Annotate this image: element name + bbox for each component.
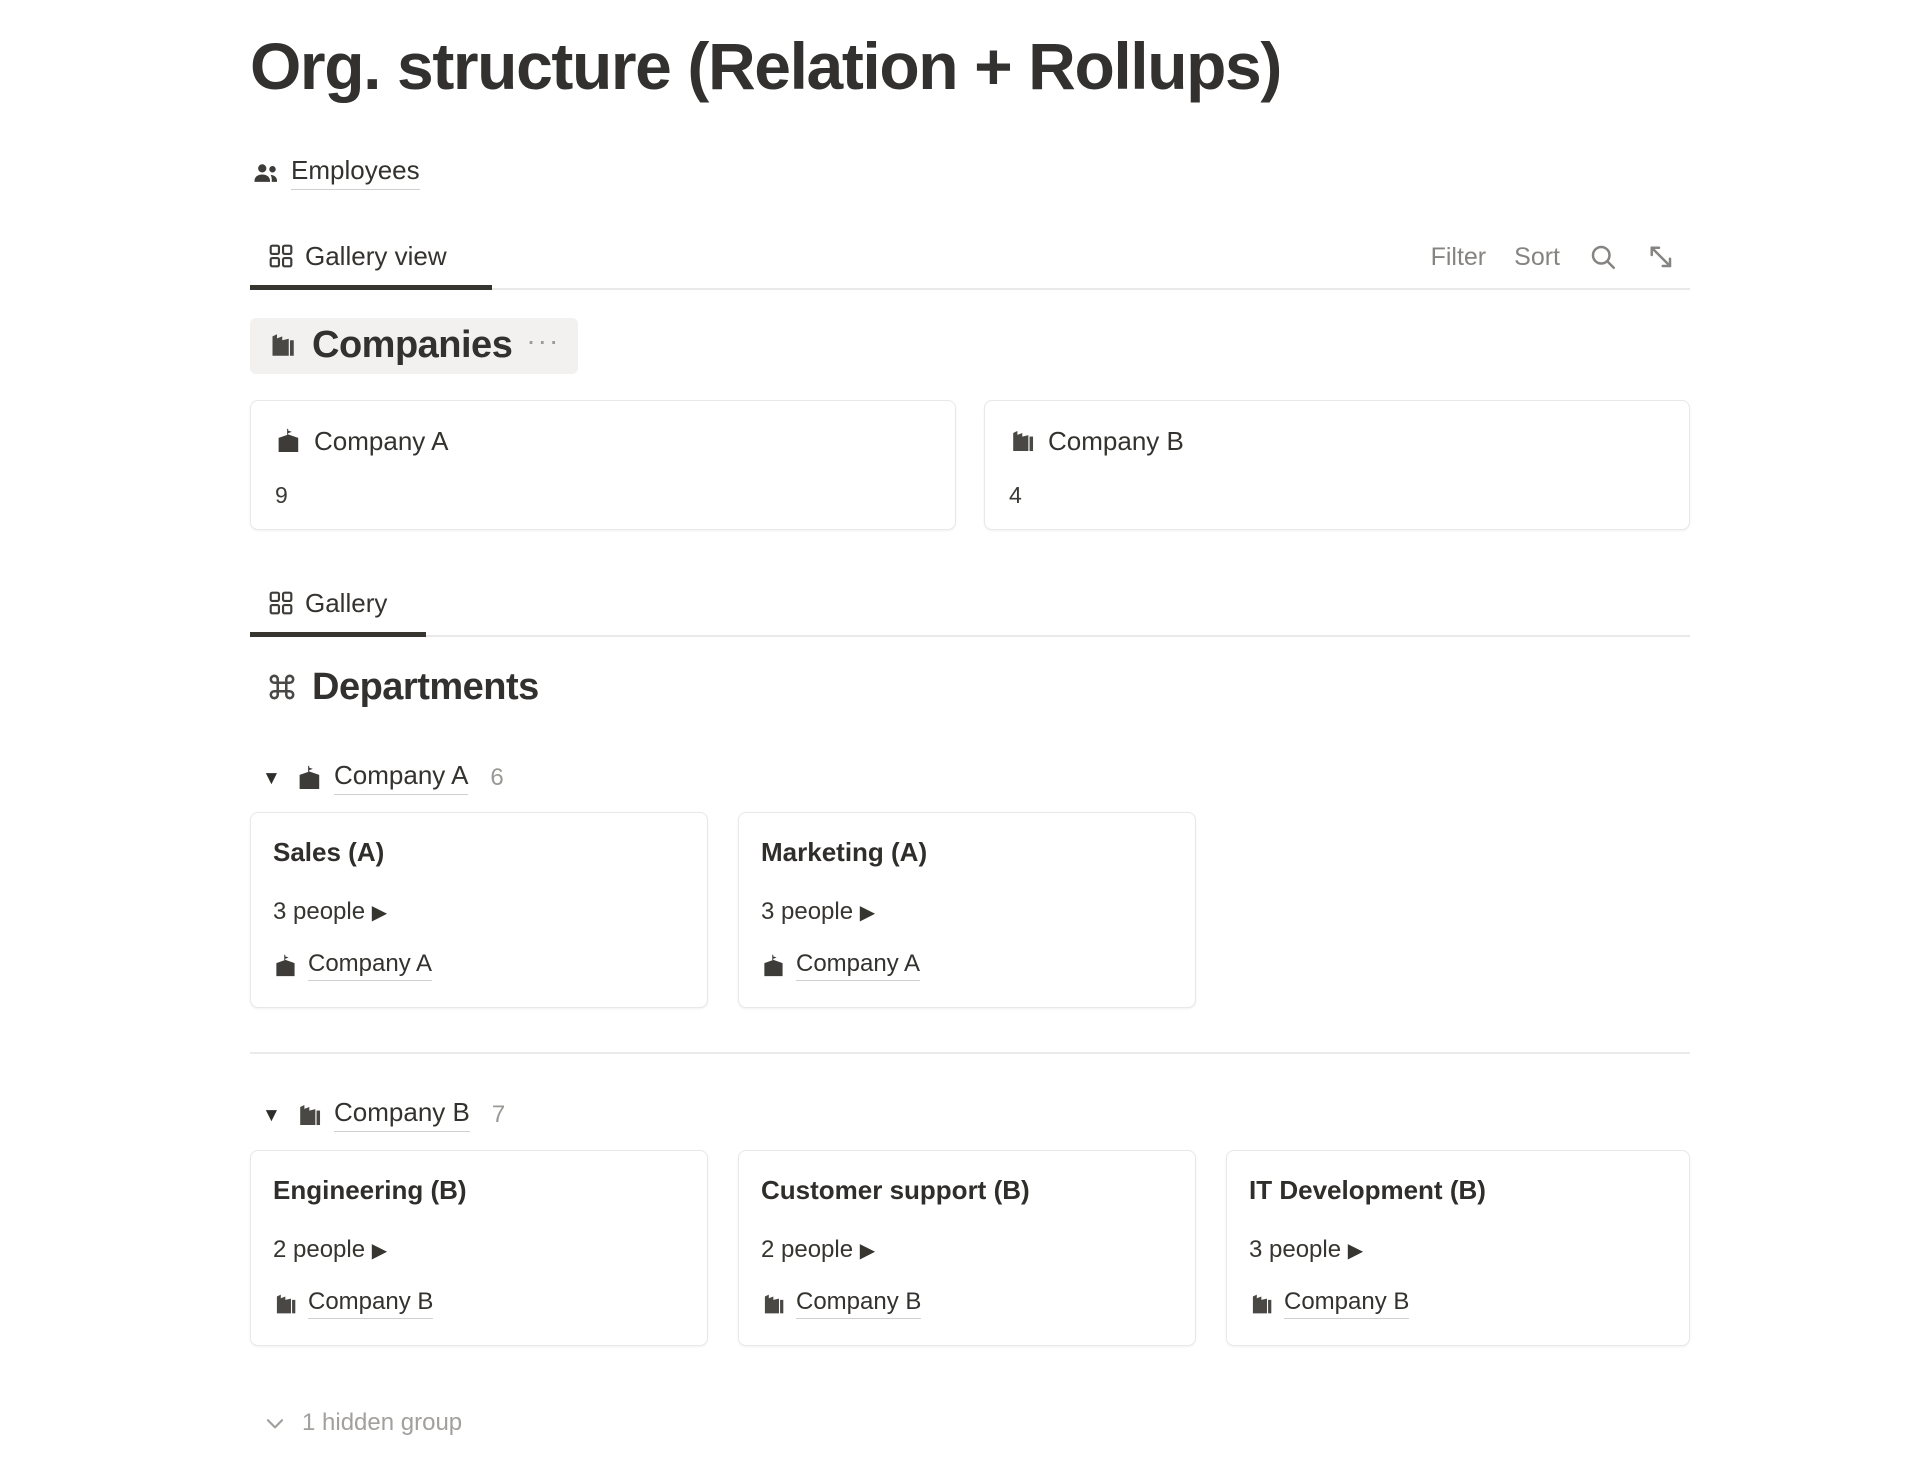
view-toolbar: Gallery view Filter Sort (250, 228, 1690, 290)
gallery-active-underline (250, 632, 426, 637)
department-card-relation-label: Company B (308, 1288, 434, 1320)
department-card-title: IT Development (B) (1249, 1175, 1486, 1205)
active-tab-underline (250, 285, 492, 290)
department-card-people[interactable]: 3 people ▶ (761, 900, 875, 924)
department-card-people[interactable]: 2 people ▶ (273, 1238, 387, 1262)
department-card-people-count: 2 people (273, 1236, 366, 1263)
city-buildings-icon (761, 1291, 787, 1317)
chevron-down-icon (262, 1410, 288, 1436)
hidden-group-toggle[interactable]: 1 hidden group (262, 1405, 462, 1441)
group-label: Company B (334, 1098, 470, 1132)
department-card-relation[interactable]: Company A (761, 950, 921, 982)
department-card-people-count: 3 people (1249, 1236, 1342, 1263)
city-buildings-icon (296, 1101, 324, 1129)
company-card[interactable]: Company B 4 (984, 400, 1690, 530)
department-card-relation[interactable]: Company B (1249, 1288, 1410, 1320)
city-buildings-icon (273, 1291, 299, 1317)
group-count: 7 (491, 1101, 506, 1128)
department-card-title: Sales (A) (273, 837, 385, 867)
filter-button[interactable]: Filter (1430, 242, 1487, 271)
company-card-title-row: Company A (275, 427, 448, 455)
department-card-people-count: 3 people (761, 898, 854, 925)
company-card-count: 9 (275, 482, 288, 508)
companies-section-header[interactable]: Companies ··· (250, 318, 579, 374)
department-card-relation-label: Company A (308, 950, 433, 982)
tab-gallery-view[interactable]: Gallery view (268, 236, 447, 276)
breadcrumb-label: Employees (291, 155, 420, 190)
search-icon[interactable] (1574, 236, 1632, 278)
department-card-relation[interactable]: Company B (761, 1288, 922, 1320)
company-card-name: Company A (314, 426, 449, 456)
expand-triangle-icon[interactable]: ▶ (859, 902, 876, 924)
group-header-company-a[interactable]: ▼ Company A 6 (262, 758, 504, 798)
company-card[interactable]: Company A 9 (250, 400, 956, 530)
department-card-relation-label: Company A (796, 950, 921, 982)
expand-diagonal-icon[interactable] (1632, 236, 1690, 278)
city-buildings-icon (1249, 1291, 1275, 1317)
group-label: Company A (334, 761, 469, 795)
gallery-toolbar-divider (250, 635, 1690, 637)
department-card-title: Marketing (A) (761, 837, 928, 867)
toolbar-divider (250, 288, 1690, 290)
department-card-people[interactable]: 3 people ▶ (1249, 1238, 1363, 1262)
companies-section-menu[interactable]: ··· (526, 324, 561, 356)
group-collapse-caret[interactable]: ▼ (262, 767, 281, 789)
expand-triangle-icon[interactable]: ▶ (371, 1240, 388, 1262)
command-symbol-icon (266, 671, 298, 703)
departments-section-header[interactable]: Departments (250, 660, 557, 716)
school-building-icon (273, 953, 299, 979)
department-card[interactable]: Customer support (B) 2 people ▶ Company … (738, 1150, 1196, 1346)
group-count: 6 (490, 764, 504, 791)
sort-button[interactable]: Sort (1514, 242, 1560, 271)
department-card-relation-label: Company B (1284, 1288, 1410, 1320)
breadcrumb[interactable]: Employees (252, 155, 420, 190)
page-title: Org. structure (Relation + Rollups) (250, 29, 1282, 103)
school-building-icon (761, 953, 787, 979)
tab-gallery-view-label: Gallery view (305, 241, 447, 271)
school-building-icon (296, 764, 324, 792)
department-card[interactable]: Sales (A) 3 people ▶ Company A (250, 812, 708, 1008)
department-card-relation-label: Company B (796, 1288, 922, 1320)
people-group-icon (252, 158, 282, 188)
department-card-people-count: 2 people (761, 1236, 854, 1263)
tab-gallery-label: Gallery (305, 588, 388, 618)
department-card-people-count: 3 people (273, 898, 366, 925)
city-buildings-icon (1009, 427, 1037, 455)
companies-section-title: Companies (312, 324, 513, 366)
expand-triangle-icon[interactable]: ▶ (1347, 1240, 1364, 1262)
department-card-relation[interactable]: Company A (273, 950, 433, 982)
department-card-relation[interactable]: Company B (273, 1288, 434, 1320)
group-header-company-b[interactable]: ▼ Company B 7 (262, 1095, 505, 1135)
tab-gallery[interactable]: Gallery (268, 583, 387, 623)
gallery-grid-icon (268, 243, 294, 269)
gallery-grid-icon (268, 590, 294, 616)
expand-triangle-icon[interactable]: ▶ (859, 1240, 876, 1262)
company-card-title-row: Company B (1009, 427, 1184, 455)
department-card-title: Customer support (B) (761, 1175, 1030, 1205)
toolbar-actions: Filter Sort (1417, 236, 1690, 278)
city-buildings-icon (268, 330, 298, 360)
department-card-people[interactable]: 3 people ▶ (273, 900, 387, 924)
group-divider (250, 1052, 1690, 1054)
department-card[interactable]: Engineering (B) 2 people ▶ Company B (250, 1150, 708, 1346)
departments-section-title: Departments (312, 666, 539, 708)
hidden-group-label: 1 hidden group (302, 1409, 463, 1436)
department-card-title: Engineering (B) (273, 1175, 467, 1205)
company-card-count: 4 (1009, 482, 1022, 508)
department-card-people[interactable]: 2 people ▶ (761, 1238, 875, 1262)
group-collapse-caret[interactable]: ▼ (262, 1104, 281, 1126)
company-card-name: Company B (1048, 426, 1184, 456)
expand-triangle-icon[interactable]: ▶ (371, 902, 388, 924)
school-building-icon (275, 427, 303, 455)
department-card[interactable]: IT Development (B) 3 people ▶ Company B (1226, 1150, 1690, 1346)
gallery-view-toolbar: Gallery (250, 575, 1690, 637)
department-card[interactable]: Marketing (A) 3 people ▶ Company A (738, 812, 1196, 1008)
